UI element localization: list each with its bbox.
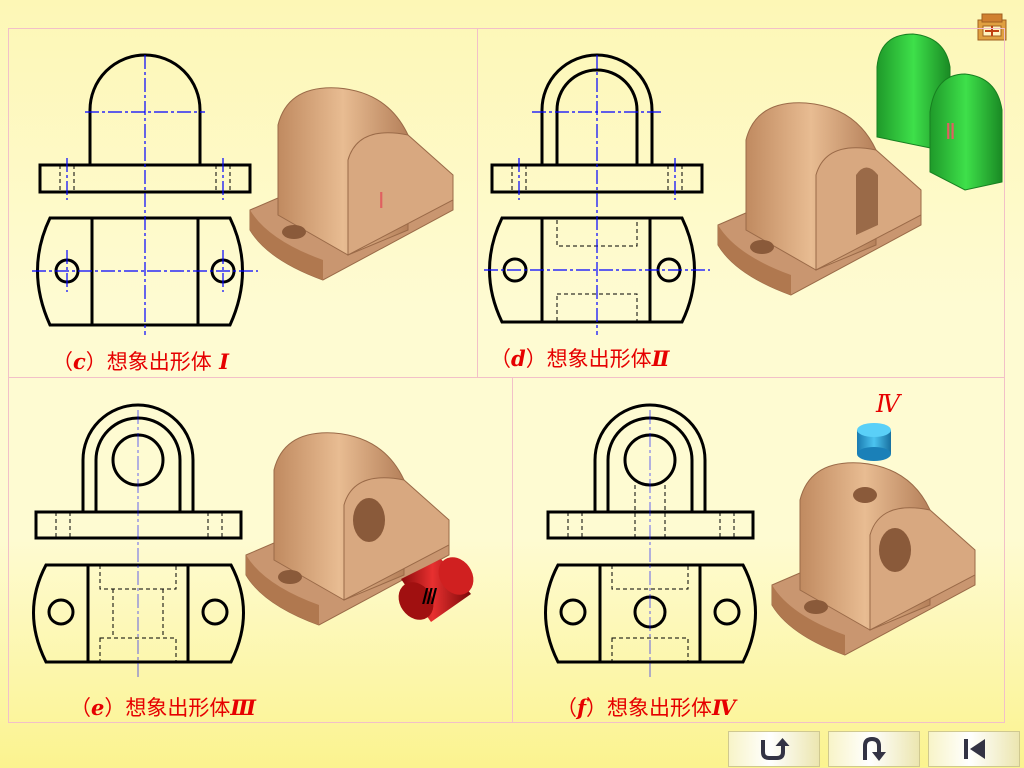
green-part-icon: Ⅱ [876,33,1003,191]
return-button[interactable] [728,731,820,767]
isometric-model-c: Ⅰ [249,87,454,281]
red-cylinder-icon: Ⅲ [398,557,474,622]
isometric-model-f [771,462,976,656]
caption-e: （e）想象出形体Ⅲ [70,695,256,720]
caption-f: （f）想象出形体Ⅳ [556,695,736,720]
skip-to-first-icon [964,739,985,759]
part-label-d: Ⅱ [945,119,956,144]
return-arrow-icon [761,738,790,760]
isometric-model-e [245,432,450,626]
part-label-f: Ⅳ [876,392,900,418]
orthographic-drawing-e [32,403,245,680]
caption-c: （c）想象出形体 Ⅰ [52,349,229,374]
part-label-e: Ⅲ [420,584,438,609]
isometric-model-d [717,102,922,296]
back-button[interactable] [828,731,920,767]
orthographic-drawing-d [484,53,710,335]
orthographic-drawing-c [32,53,258,335]
first-page-button[interactable] [928,731,1020,767]
blue-cylinder-icon [857,423,891,461]
orthographic-drawing-f [544,403,757,680]
part-label-c: Ⅰ [378,188,385,213]
panel-frame-f [512,377,1005,723]
back-arrow-icon [863,736,886,761]
caption-d: （d）想象出形体Ⅱ [490,346,670,371]
logo-icon [977,13,1007,41]
